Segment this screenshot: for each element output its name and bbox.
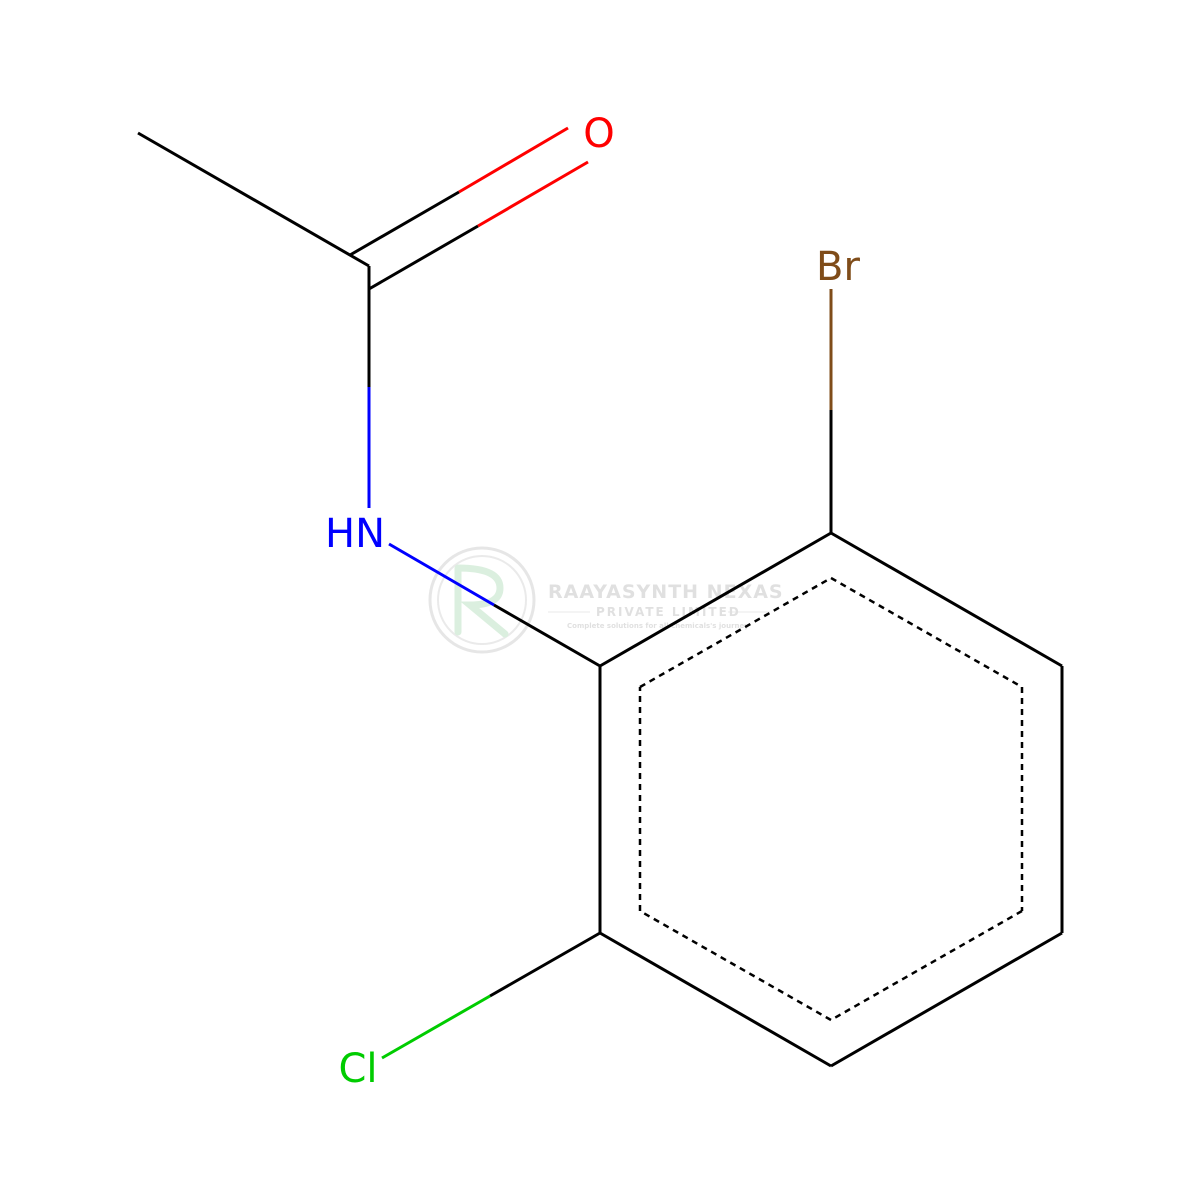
bond-methyl-carbonyl <box>137 131 370 268</box>
atom-label-bromine: Br <box>816 244 860 290</box>
watermark-title: RAAYASYNTH NEXAS <box>548 581 784 603</box>
ring-bond-c1-c2 <box>599 531 832 668</box>
bond-ring-chlorine <box>381 931 601 1060</box>
company-watermark: RAAYASYNTH NEXAS PRIVATE LIMITED Complet… <box>428 546 784 654</box>
ring-bond-c2-c3 <box>830 531 1063 668</box>
company-logo <box>428 546 536 654</box>
bond-nitrogen-ring <box>388 542 601 668</box>
atom-label-layer: O HN Br Cl <box>325 111 860 1092</box>
watermark-tagline: Complete solutions for all chemicals's j… <box>567 622 749 630</box>
aromatic-ring <box>598 531 1064 1068</box>
bond-layer <box>137 126 1064 1068</box>
atom-label-nitrogen: HN <box>325 511 385 557</box>
aromatic-inner-dashed <box>638 576 1024 1022</box>
bond-carbonyl-oxygen-double <box>349 126 589 291</box>
ring-bond-c4-c5 <box>830 931 1063 1068</box>
ring-bond-c5-c6 <box>599 931 832 1068</box>
atom-label-oxygen: O <box>583 111 614 157</box>
watermark-subtitle: PRIVATE LIMITED <box>596 605 741 619</box>
atom-label-chlorine: Cl <box>338 1046 377 1092</box>
